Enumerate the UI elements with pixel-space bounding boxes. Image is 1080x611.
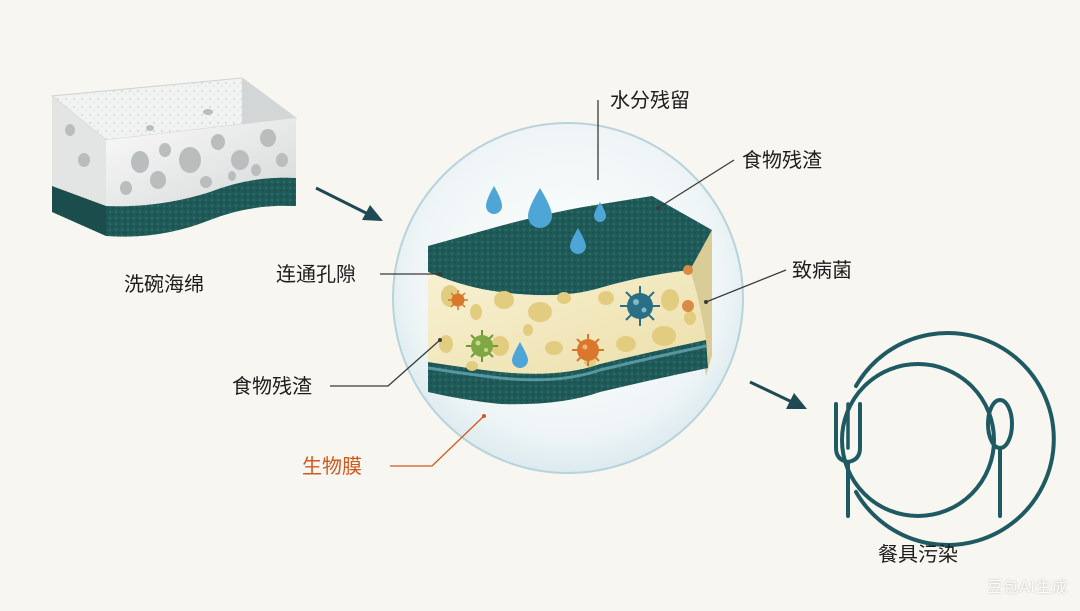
germ-orange-icon <box>572 334 604 366</box>
watermark: 豆包AI生成 <box>987 578 1068 596</box>
tableware-icon <box>834 331 1056 547</box>
magnified-sponge-section <box>392 122 744 474</box>
water-drops-icon <box>486 186 606 368</box>
label-sponge: 洗碗海绵 <box>124 272 204 296</box>
label-biofilm: 生物膜 <box>302 454 362 478</box>
arrow-to-tableware <box>749 380 807 409</box>
label-pathogens: 致病菌 <box>792 258 852 282</box>
leader-lines <box>330 100 787 387</box>
arrow-to-zoom <box>315 186 383 221</box>
label-food-left: 食物残渣 <box>232 374 312 398</box>
label-pores: 连通孔隙 <box>276 262 356 286</box>
biofilm-leader <box>390 415 485 467</box>
germ-dot-icon <box>683 265 693 275</box>
label-food-top: 食物残渣 <box>742 148 822 172</box>
label-tableware: 餐具污染 <box>878 542 958 566</box>
germ-dot-icon <box>682 300 694 312</box>
germ-blue-icon <box>620 286 660 326</box>
germ-green-icon <box>466 330 498 362</box>
germ-small-orange-icon <box>448 290 468 310</box>
dish-sponge-illustration <box>50 77 298 237</box>
label-water: 水分残留 <box>610 88 690 112</box>
